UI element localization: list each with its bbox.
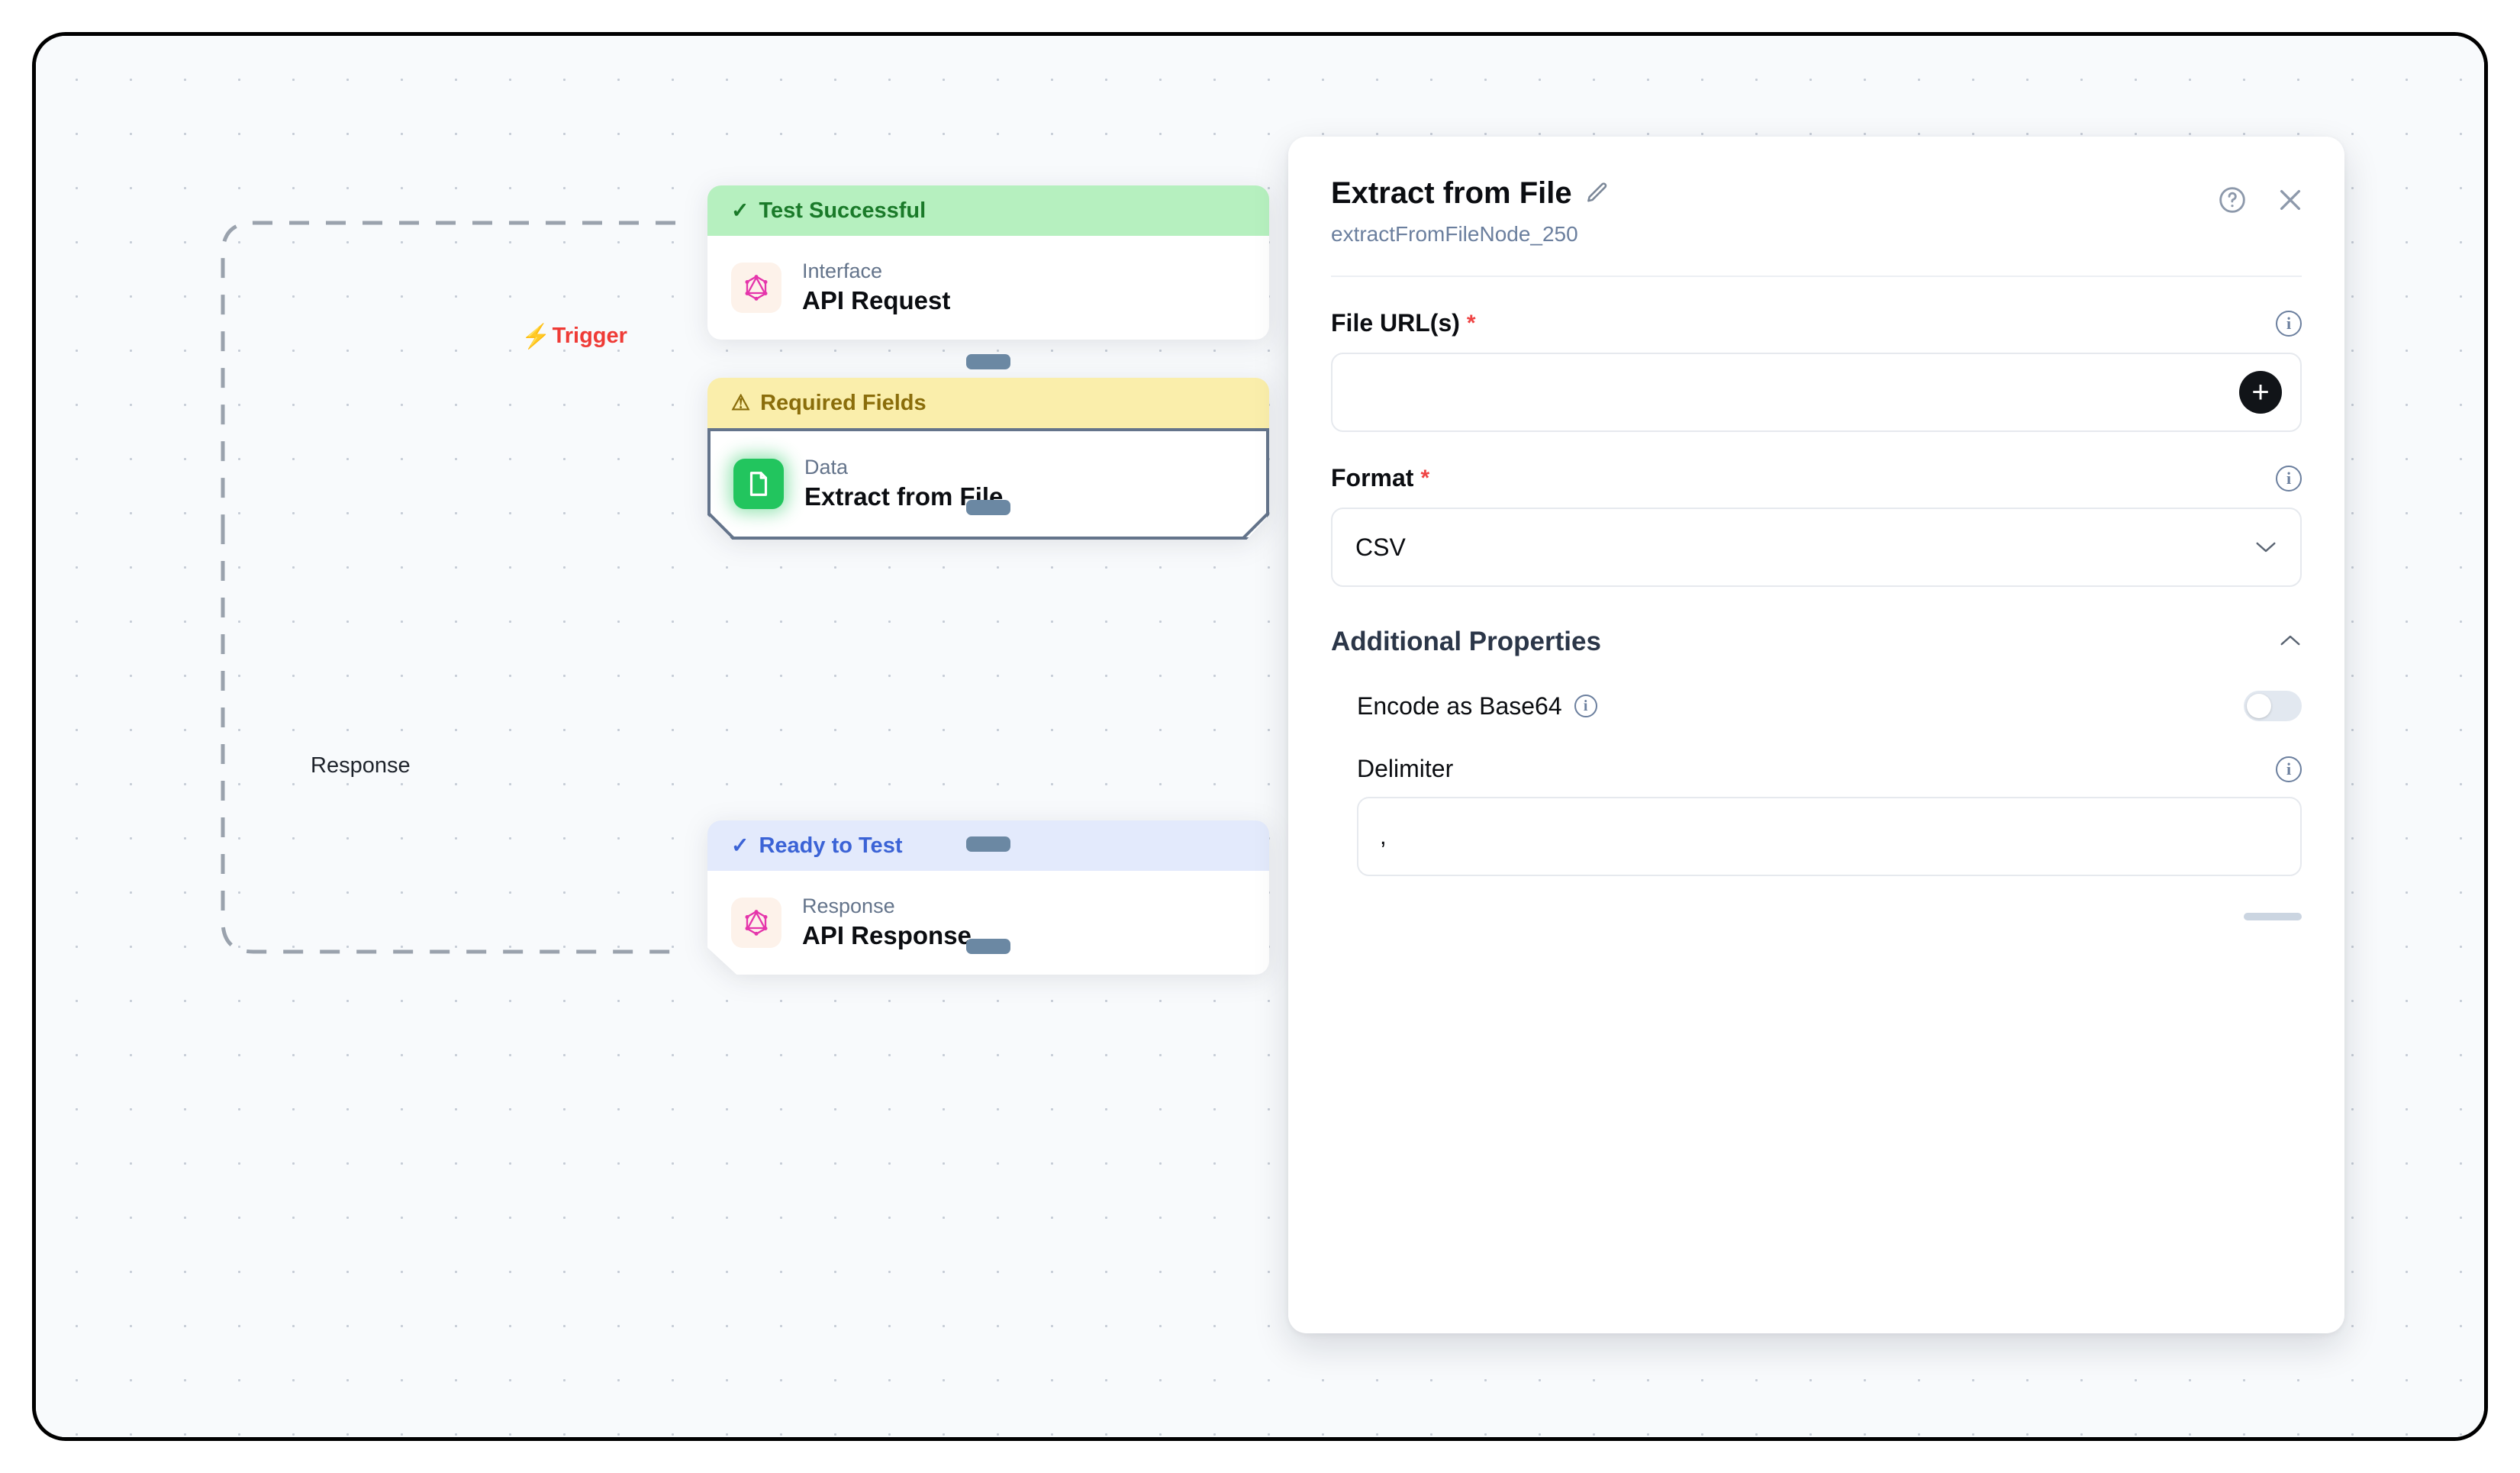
workflow-canvas[interactable]: ⚡ Trigger Response ✓ Test Successful: [36, 36, 2484, 1437]
node-title-label: API Request: [802, 286, 951, 315]
node-status-header-extract-file: ⚠ Required Fields: [707, 378, 1269, 428]
file-urls-input[interactable]: +: [1331, 353, 2302, 432]
cut-off-toggle[interactable]: [2244, 913, 2302, 920]
encode-base64-label-text: Encode as Base64: [1357, 691, 1562, 720]
check-icon: ✓: [731, 833, 749, 857]
field-label-text: File URL(s): [1331, 309, 1460, 337]
field-label-format: Format *: [1331, 464, 1429, 492]
node-body-api-request[interactable]: Interface API Request: [707, 236, 1269, 340]
field-label-row-delimiter: Delimiter i: [1357, 755, 2302, 783]
field-file-urls: File URL(s) * i +: [1331, 309, 2302, 432]
panel-title-row: Extract from File: [1331, 176, 2302, 210]
node-handle-source-extract-file[interactable]: [966, 836, 1010, 852]
node-kind-label: Interface: [802, 259, 883, 282]
panel-subtitle: extractFromFileNode_250: [1331, 222, 1578, 246]
node-status-label: Test Successful: [759, 198, 926, 223]
field-label-row-file-urls: File URL(s) * i: [1331, 309, 2302, 337]
field-encode-base64: Encode as Base64 i: [1357, 691, 2302, 721]
format-selected-value: CSV: [1355, 533, 1406, 561]
question-circle-icon[interactable]: [2216, 184, 2248, 216]
node-status-label: Required Fields: [760, 390, 926, 415]
toggle-knob: [2247, 694, 2271, 718]
cut-off-row: [1357, 911, 2302, 922]
node-kind-label: Response: [802, 894, 895, 917]
field-label-delimiter: Delimiter: [1357, 755, 1454, 782]
page-title: Extract from File: [1331, 176, 1572, 210]
node-status-label: Ready to Test: [759, 833, 903, 858]
edge-label-response: Response: [305, 752, 416, 780]
warning-triangle-icon: ⚠: [731, 391, 751, 414]
field-label-text: Format: [1331, 464, 1414, 492]
node-handle-source-api-request[interactable]: [966, 354, 1010, 369]
additional-properties-title: Additional Properties: [1331, 627, 1601, 656]
add-file-url-button[interactable]: +: [2239, 371, 2282, 414]
panel-body: File URL(s) * i + Format: [1288, 309, 2344, 922]
node-kind-label: Data: [804, 455, 849, 479]
delimiter-input[interactable]: ,: [1357, 797, 2302, 876]
info-icon[interactable]: i: [1574, 695, 1597, 717]
panel-header: Extract from File extractFromFileNode_25…: [1288, 137, 2344, 247]
graphql-icon: [731, 263, 781, 313]
info-icon[interactable]: i: [2276, 465, 2302, 492]
node-handle-target-extract-file[interactable]: [966, 500, 1010, 515]
chevron-up-icon: [2279, 633, 2302, 651]
check-icon: ✓: [731, 198, 749, 222]
chevron-down-icon: [2254, 536, 2277, 559]
node-handle-target-api-response[interactable]: [966, 939, 1010, 954]
lightning-bolt-icon: ⚡: [521, 323, 551, 350]
node-body-api-response[interactable]: Response API Response: [707, 871, 1269, 975]
field-delimiter: Delimiter i ,: [1357, 755, 2302, 876]
field-label-row-format: Format * i: [1331, 464, 2302, 492]
pencil-icon[interactable]: [1584, 180, 1610, 206]
field-format: Format * i CSV: [1331, 464, 2302, 587]
node-status-header-api-request: ✓ Test Successful: [707, 185, 1269, 236]
field-label-file-urls: File URL(s) *: [1331, 309, 1476, 337]
panel-header-actions: [2216, 184, 2306, 216]
trigger-label-text: Trigger: [552, 324, 627, 348]
workflow-node-extract-from-file[interactable]: ⚠ Required Fields Data Extract from File: [707, 378, 1269, 540]
graphql-icon: [731, 898, 781, 948]
node-body-extract-file[interactable]: Data Extract from File: [707, 428, 1269, 540]
info-icon[interactable]: i: [2276, 310, 2302, 337]
label-encode-base64: Encode as Base64 i: [1357, 692, 1597, 720]
additional-properties-toggle[interactable]: Additional Properties: [1331, 627, 2302, 657]
file-document-icon: [733, 459, 784, 509]
encode-base64-toggle[interactable]: [2244, 691, 2302, 721]
format-select[interactable]: CSV: [1331, 508, 2302, 587]
info-icon[interactable]: i: [2276, 756, 2302, 782]
app-frame: ⚡ Trigger Response ✓ Test Successful: [32, 32, 2488, 1441]
workflow-node-api-request[interactable]: ✓ Test Successful: [707, 185, 1269, 340]
cut-off-label: [1357, 911, 1364, 922]
close-icon[interactable]: [2274, 184, 2306, 216]
required-indicator: *: [1466, 310, 1476, 336]
toggle-row-encode-base64: Encode as Base64 i: [1357, 691, 2302, 721]
node-properties-panel: Extract from File extractFromFileNode_25…: [1288, 137, 2344, 1333]
panel-divider: [1331, 276, 2302, 277]
delimiter-value: ,: [1380, 823, 1387, 849]
node-title-label: API Response: [802, 921, 972, 950]
edge-label-trigger: ⚡ Trigger: [521, 324, 627, 349]
required-indicator: *: [1420, 465, 1430, 491]
